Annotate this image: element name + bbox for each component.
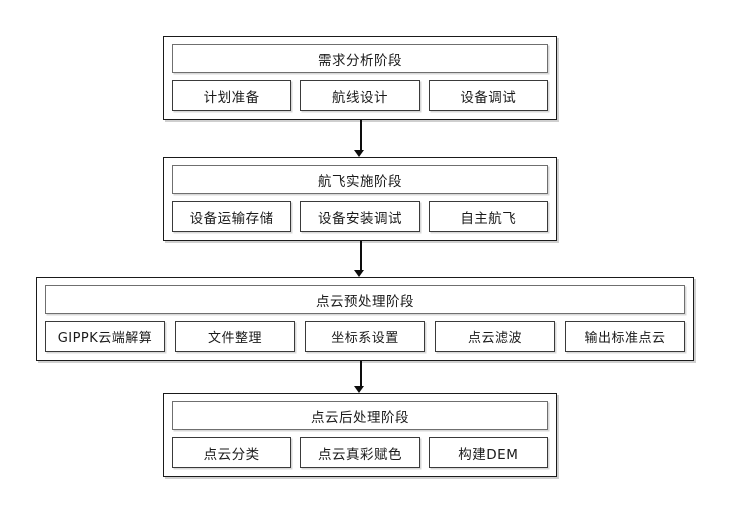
item-box-coordinate-system-setting[interactable]: 坐标系设置 <box>305 321 425 352</box>
stage-block-pointcloud-postprocessing[interactable]: 点云后处理阶段 点云分类 点云真彩赋色 构建DEM <box>163 393 557 477</box>
down-arrow-icon-stage4 <box>354 386 364 393</box>
stage-item-row: GIPPK云端解算 文件整理 坐标系设置 点云滤波 输出标准点云 <box>45 321 685 352</box>
stage-title-requirement-analysis: 需求分析阶段 <box>172 44 548 73</box>
stage-item-row: 点云分类 点云真彩赋色 构建DEM <box>172 437 548 468</box>
stage-title-pointcloud-preprocessing: 点云预处理阶段 <box>45 285 685 314</box>
stage-item-row: 设备运输存储 设备安装调试 自主航飞 <box>172 201 548 232</box>
item-box-output-standard-pointcloud[interactable]: 输出标准点云 <box>565 321 685 352</box>
connector-line-stage2-stage3 <box>360 241 362 271</box>
item-box-equipment-transport-storage[interactable]: 设备运输存储 <box>172 201 292 232</box>
item-box-pointcloud-true-color[interactable]: 点云真彩赋色 <box>300 437 420 468</box>
stage-block-flight-execution[interactable]: 航飞实施阶段 设备运输存储 设备安装调试 自主航飞 <box>163 157 557 241</box>
stage-item-row: 计划准备 航线设计 设备调试 <box>172 80 548 111</box>
item-box-pointcloud-classification[interactable]: 点云分类 <box>172 437 292 468</box>
item-box-equipment-debugging[interactable]: 设备调试 <box>428 80 548 111</box>
stage-block-requirement-analysis[interactable]: 需求分析阶段 计划准备 航线设计 设备调试 <box>163 36 557 120</box>
connector-line-stage1-stage2 <box>360 120 362 151</box>
item-box-file-organization[interactable]: 文件整理 <box>175 321 295 352</box>
connector-line-stage3-stage4 <box>360 361 362 387</box>
item-box-route-design[interactable]: 航线设计 <box>300 80 420 111</box>
down-arrow-icon-stage3 <box>354 270 364 277</box>
item-box-autonomous-flight[interactable]: 自主航飞 <box>428 201 548 232</box>
down-arrow-icon-stage2 <box>354 150 364 157</box>
item-box-build-dem[interactable]: 构建DEM <box>428 437 548 468</box>
stage-block-pointcloud-preprocessing[interactable]: 点云预处理阶段 GIPPK云端解算 文件整理 坐标系设置 点云滤波 输出标准点云 <box>36 277 694 361</box>
stage-title-pointcloud-postprocessing: 点云后处理阶段 <box>172 401 548 430</box>
stage-title-flight-execution: 航飞实施阶段 <box>172 165 548 194</box>
item-box-equipment-install-debug[interactable]: 设备安装调试 <box>300 201 420 232</box>
item-box-gippk-cloud-solution[interactable]: GIPPK云端解算 <box>45 321 165 352</box>
item-box-plan-preparation[interactable]: 计划准备 <box>172 80 292 111</box>
item-box-pointcloud-filtering[interactable]: 点云滤波 <box>435 321 555 352</box>
